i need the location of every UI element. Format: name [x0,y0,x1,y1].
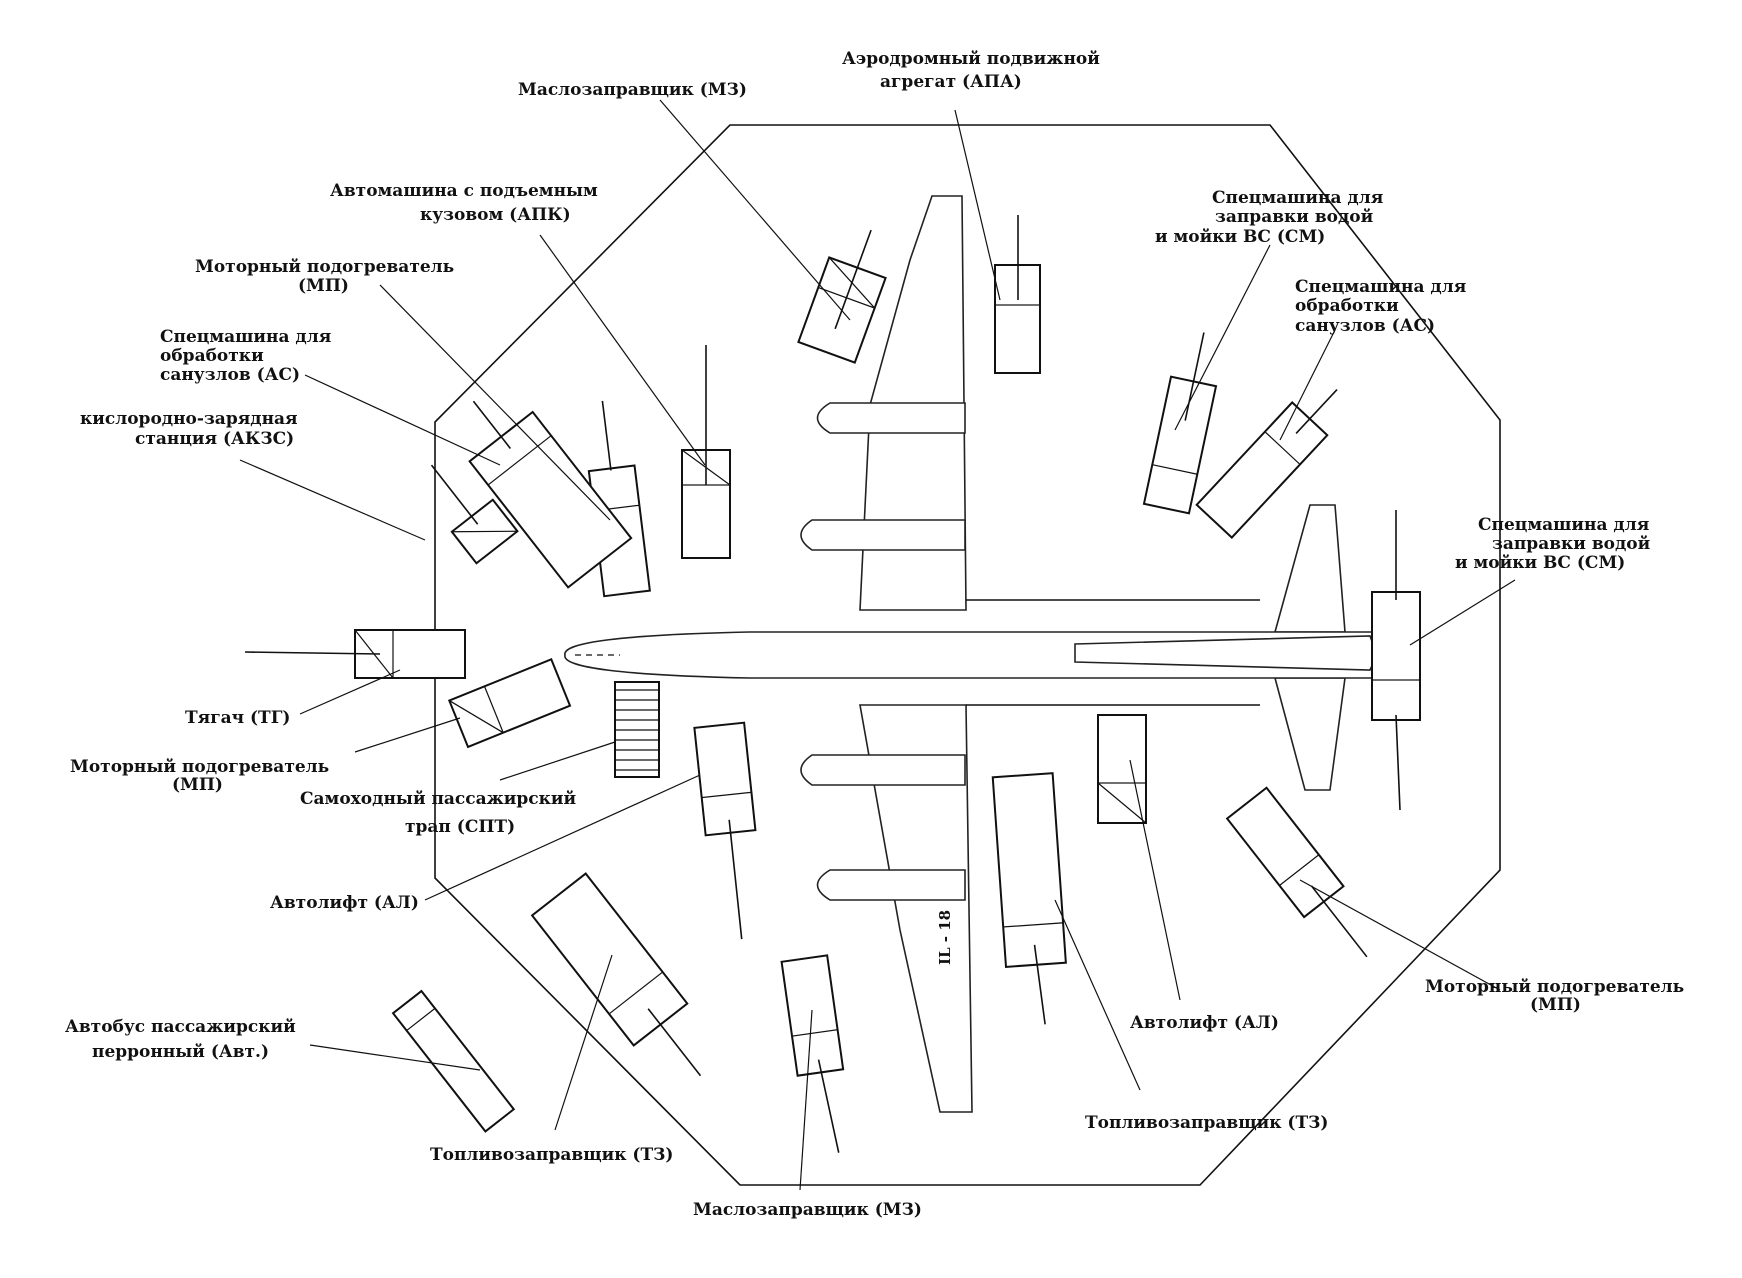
vehicle-heater-bottom-right [1225,786,1368,958]
label-bus-line2: перронный (Авт.) [92,1042,269,1062]
label-autolift-left: Автолифт (АЛ) [270,893,419,913]
label-stairs-line1: Самоходный пассажирский [300,789,577,809]
label-heater-bl-line2: (МП) [172,775,223,795]
engine-nacelle-4 [816,869,966,901]
label-apa-line1: Аэродромный подвижной [842,49,1100,69]
vehicle-oil-truck-bottom [780,954,845,1153]
vehicle-fuel-truck-left [530,872,702,1077]
vehicle-water-truck-right [1371,510,1421,811]
vehicle-autolift-right [1097,714,1147,824]
vehicle-apa [994,215,1041,374]
label-stairs-line2: трап (СПТ) [405,817,515,837]
label-water-right-line3: и мойки ВС (СМ) [1455,553,1625,573]
label-heater-bl-line1: Моторный подогреватель [70,757,329,777]
aircraft-stabilizer-upper [1273,504,1346,633]
label-heater-br-line2: (МП) [1530,995,1581,1015]
label-oxygen-line2: станция (АКЗС) [135,429,294,449]
vehicle-fuel-truck-right [991,772,1067,1025]
engine-nacelle-2 [800,519,966,551]
vehicle-bus [391,989,516,1133]
vehicle-oil-truck-top [797,229,887,364]
label-heater-top-line1: Моторный подогреватель [195,257,454,277]
label-water-top-line2: заправки водой [1215,207,1374,227]
label-sanitary-left-line1: Спецмашина для [160,327,331,347]
passenger-stairs [614,681,660,778]
vehicle-apk [681,345,731,559]
aircraft: IL - 18 [564,195,1381,1113]
label-fuel-truck-right: Топливозаправщик (ТЗ) [1085,1113,1328,1133]
label-sanitary-left-line3: санузлов (АС) [160,365,300,385]
vehicle-sanitary-right [1195,389,1338,539]
vehicle-oxygen-station [430,464,519,565]
leader-lines [239,99,1516,1191]
label-sanitary-right-line3: санузлов (АС) [1295,316,1435,336]
label-sanitary-right-line2: обработки [1295,296,1399,316]
label-heater-br-line1: Моторный подогреватель [1425,977,1684,997]
label-bus-line1: Автобус пассажирский [65,1017,296,1037]
label-fuel-truck-left: Топливозаправщик (ТЗ) [430,1145,673,1165]
vehicle-heater-bottom-left [447,658,572,749]
vehicle-autolift-left [693,721,757,940]
vehicle-sanitary-left [468,400,633,589]
label-heater-top-line2: (МП) [298,276,349,296]
label-sanitary-right-line1: Спецмашина для [1295,277,1466,297]
label-autolift-right: Автолифт (АЛ) [1130,1013,1279,1033]
aircraft-type-label: IL - 18 [936,910,954,965]
engine-nacelle-3 [800,754,966,786]
label-oxygen-line1: кислородно-зарядная [80,409,298,429]
label-apk-line2: кузовом (АПК) [420,205,571,225]
label-water-top-line1: Спецмашина для [1212,188,1383,208]
label-apa-line2: агрегат (АПА) [880,72,1022,92]
labels: Маслозаправщик (МЗ) Аэродромный подвижно… [65,49,1684,1220]
engine-nacelle-1 [816,402,966,434]
service-area-boundary [434,124,1501,1186]
vehicle-water-truck-top [1142,332,1218,515]
label-water-right-line1: Спецмашина для [1478,515,1649,535]
label-oil-truck-bottom: Маслозаправщик (МЗ) [693,1200,922,1220]
label-water-right-line2: заправки водой [1492,534,1651,554]
label-oil-truck-top: Маслозаправщик (МЗ) [518,80,747,100]
aircraft-stabilizer-lower [1273,677,1346,791]
label-water-top-line3: и мойки ВС (СМ) [1155,227,1325,247]
label-sanitary-left-line2: обработки [160,346,264,366]
label-apk-line1: Автомашина с подъемным [330,181,598,201]
label-tug: Тягач (ТГ) [185,708,290,728]
vehicle-tug [244,629,466,679]
